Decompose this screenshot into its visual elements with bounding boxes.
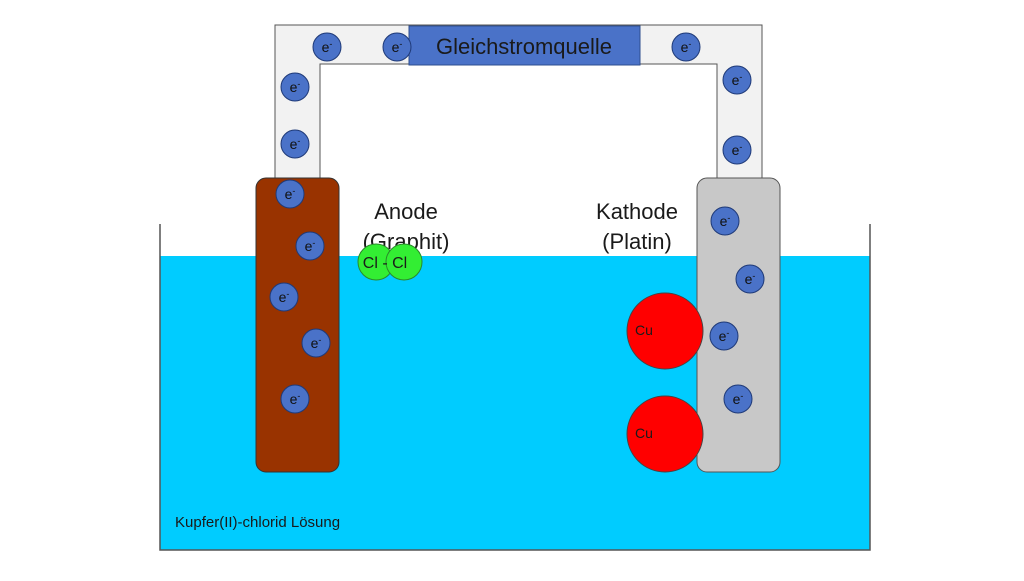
electron-symbol: e	[290, 136, 298, 152]
electron-symbol: e	[290, 391, 298, 407]
copper-atom-label: Cu	[635, 322, 653, 338]
power-source-box	[408, 25, 641, 66]
electron-symbol: e	[279, 289, 287, 305]
electron-label: e-	[681, 39, 692, 55]
beaker	[159, 224, 871, 551]
electron-symbol: e	[732, 72, 740, 88]
electron: e-	[382, 32, 412, 62]
electron-label: e-	[322, 39, 333, 55]
chlorine-atom	[385, 243, 423, 281]
anode-electrode	[255, 177, 340, 473]
electron-superscript: -	[318, 335, 321, 345]
electron: e-	[301, 328, 331, 358]
electron-circle	[269, 282, 299, 312]
electron-label: e-	[290, 136, 301, 152]
cathode-label-line2: (Platin)	[602, 229, 672, 254]
electron-symbol: e	[311, 335, 319, 351]
electron: e-	[269, 282, 299, 312]
electron-label: e-	[720, 213, 731, 229]
electron-symbol: e	[285, 186, 293, 202]
copper-atom-label: Cu	[635, 425, 653, 441]
electron-circle	[723, 384, 753, 414]
electron-superscript: -	[286, 289, 289, 299]
electron: e-	[723, 384, 753, 414]
electron-superscript: -	[292, 186, 295, 196]
electron-circle	[280, 384, 310, 414]
electron-symbol: e	[745, 271, 753, 287]
electron-superscript: -	[297, 136, 300, 146]
electron: e-	[722, 65, 752, 95]
electron-label: e-	[392, 39, 403, 55]
anode-label-line1: Anode	[374, 199, 438, 224]
electron-symbol: e	[322, 39, 330, 55]
electron-superscript: -	[752, 271, 755, 281]
electron-label: e-	[311, 335, 322, 351]
electron-label: e-	[733, 391, 744, 407]
power-source-label: Gleichstromquelle	[436, 34, 612, 59]
electron-circle	[735, 264, 765, 294]
electron-circle	[382, 32, 412, 62]
electron: e-	[275, 179, 305, 209]
electron-superscript: -	[399, 39, 402, 49]
electron-superscript: -	[739, 72, 742, 82]
electron: e-	[722, 135, 752, 165]
electron-label: e-	[745, 271, 756, 287]
electron: e-	[280, 72, 310, 102]
electron: e-	[671, 32, 701, 62]
electron-superscript: -	[312, 238, 315, 248]
electron-circle	[295, 231, 325, 261]
electron-circle	[722, 135, 752, 165]
electron-superscript: -	[727, 213, 730, 223]
electron-label: e-	[305, 238, 316, 254]
electron-label: e-	[732, 72, 743, 88]
electron-superscript: -	[297, 391, 300, 401]
electron: e-	[735, 264, 765, 294]
cathode-label-line1: Kathode	[596, 199, 678, 224]
copper-atom-circle	[626, 292, 704, 370]
electron-label: e-	[719, 328, 730, 344]
electron-circle	[312, 32, 342, 62]
electron: e-	[709, 321, 739, 351]
electron-superscript: -	[329, 39, 332, 49]
electron-superscript: -	[739, 142, 742, 152]
electron-superscript: -	[740, 391, 743, 401]
electron-symbol: e	[305, 238, 313, 254]
electron-superscript: -	[726, 328, 729, 338]
electron-circle	[280, 72, 310, 102]
electron-label: e-	[290, 79, 301, 95]
electron-symbol: e	[290, 79, 298, 95]
electron-circle	[710, 206, 740, 236]
electron-symbol: e	[732, 142, 740, 158]
copper-atom-circle	[626, 395, 704, 473]
electron: e-	[312, 32, 342, 62]
electron-circle	[301, 328, 331, 358]
copper-atom: Cu	[626, 395, 704, 473]
solution-label: Kupfer(II)-chlorid Lösung	[175, 514, 340, 531]
copper-atom: Cu	[626, 292, 704, 370]
electron-circle	[280, 129, 310, 159]
electron-symbol: e	[733, 391, 741, 407]
chlorine-molecule-label: Cl - Cl	[363, 255, 407, 272]
electron-superscript: -	[297, 79, 300, 89]
electron-label: e-	[732, 142, 743, 158]
electron-label: e-	[285, 186, 296, 202]
electron-label: e-	[279, 289, 290, 305]
electron: e-	[280, 129, 310, 159]
electron-symbol: e	[720, 213, 728, 229]
electron: e-	[280, 384, 310, 414]
electron-superscript: -	[688, 39, 691, 49]
electron-circle	[671, 32, 701, 62]
electron: e-	[295, 231, 325, 261]
electron-symbol: e	[719, 328, 727, 344]
electron-circle	[722, 65, 752, 95]
electron-circle	[275, 179, 305, 209]
electron-symbol: e	[392, 39, 400, 55]
electron-label: e-	[290, 391, 301, 407]
electron-circle	[709, 321, 739, 351]
electron-symbol: e	[681, 39, 689, 55]
electron: e-	[710, 206, 740, 236]
chlorine-molecule: Cl - Cl	[357, 243, 423, 281]
